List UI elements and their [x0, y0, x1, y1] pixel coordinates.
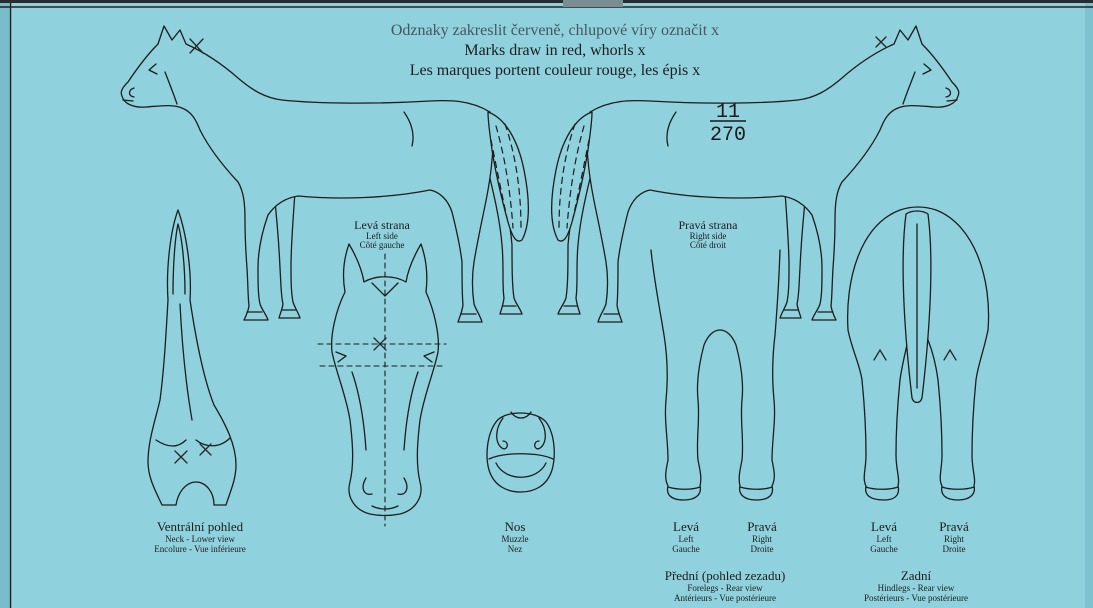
muzzle-view-czech: Nos	[505, 519, 526, 534]
hindleg-right-french: Droite	[943, 544, 966, 554]
forelegs-rear-view-figure	[651, 250, 780, 500]
muzzle-lower-lip	[496, 463, 546, 477]
hindleg-left-french: Gauche	[870, 544, 897, 554]
foreleg-left-french: Gauche	[672, 544, 699, 554]
instructions-english: Marks draw in red, whorls x	[464, 42, 645, 59]
muzzle-view-english: Muzzle	[502, 534, 529, 544]
forelegs-title-english: Forelegs - Rear view	[687, 583, 763, 593]
hindleg-right-english: Right	[944, 534, 965, 544]
horse-tail	[488, 112, 528, 241]
foreleg-left-czech: Levá	[673, 519, 699, 534]
horse-far-foreleg	[274, 192, 300, 318]
forelegs-title-czech: Přední (pohled zezadu)	[665, 568, 786, 583]
head-front-view-figure	[318, 244, 446, 526]
muzzle-view-french: Nez	[508, 544, 523, 554]
neck-center-line	[180, 304, 192, 420]
handwritten-denominator: 270	[710, 124, 746, 147]
hindlegs-title-english: Hindlegs - Rear view	[878, 583, 955, 593]
right-side-czech: Pravá strana	[679, 218, 739, 232]
left-side-french: Côté gauche	[360, 240, 405, 250]
right-side-french: Côté droit	[690, 240, 727, 250]
chest-muscle-lines	[156, 438, 230, 446]
neck-lower-view-figure	[148, 210, 236, 505]
foreleg-right-french: Droite	[751, 544, 774, 554]
neck-outline	[148, 210, 236, 505]
hindleg-left-czech: Levá	[871, 519, 897, 534]
right-margin-shadow	[1085, 0, 1093, 608]
muzzle-upper-lip	[489, 454, 553, 459]
muzzle-outline	[487, 413, 554, 492]
hindleg-right-czech: Pravá	[939, 519, 969, 534]
instructions-czech: Odznaky zakreslit červeně, chlupové víry…	[391, 22, 719, 39]
muzzle-nostrils	[497, 418, 546, 449]
foreleg-left-english: Left	[679, 534, 694, 544]
hindlegs-hoof-lines	[866, 487, 974, 489]
instructions-french: Les marques portent couleur rouge, les é…	[410, 62, 701, 79]
top-border	[0, 0, 1093, 3]
hindlegs-title-czech: Zadní	[901, 568, 932, 583]
cropped-header-box	[563, 0, 623, 7]
lower-jaw-line	[173, 224, 185, 294]
chest-whorl-marks	[175, 444, 211, 463]
neck-view-french: Encolure - Vue inférieure	[154, 544, 246, 554]
neck-view-czech: Ventrální pohled	[157, 519, 244, 534]
foreleg-right-czech: Pravá	[747, 519, 777, 534]
hindlegs-rear-view-figure	[848, 207, 989, 500]
foreleg-right-english: Right	[752, 534, 773, 544]
hindlegs-title-french: Postérieurs - Vue postérieure	[864, 593, 968, 603]
forelegs-outline	[651, 250, 780, 500]
hindleg-left-english: Left	[877, 534, 892, 544]
left-margin-shadow	[0, 0, 9, 608]
neck-view-english: Neck - Lower view	[165, 534, 235, 544]
left-side-czech: Levá strana	[354, 218, 410, 232]
forelegs-hoof-lines	[668, 487, 772, 489]
muzzle-view-figure	[487, 412, 554, 492]
right-horse-whorl-mark	[876, 37, 886, 47]
forelegs-title-french: Antérieurs - Vue postérieure	[674, 593, 776, 603]
